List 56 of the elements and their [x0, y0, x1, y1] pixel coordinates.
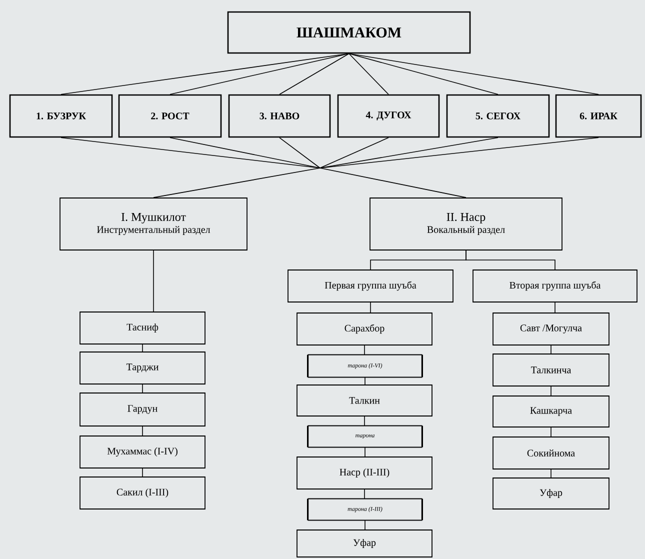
item-box: Сокийнома — [492, 436, 610, 470]
maqom-box: 4. ДУГОХ — [337, 94, 440, 138]
item-box: Гардун — [80, 392, 206, 426]
connector-line — [554, 302, 556, 313]
item-box: Кашкарча — [492, 396, 610, 428]
section-box: I. Мушкилот Инструментальный раздел — [60, 198, 248, 250]
item-box: Мухаммас (I-IV) — [80, 436, 206, 468]
connector-line — [320, 137, 599, 168]
connector-line — [142, 344, 143, 352]
connector-line — [348, 53, 389, 95]
maqom-box: 1. БУЗРУК — [9, 94, 113, 138]
connector-line — [279, 137, 320, 168]
connector-line — [550, 345, 552, 354]
connector-line — [364, 376, 366, 385]
item-box: Сарахбор — [296, 312, 432, 346]
maqom-box: 6. ИРАК — [555, 94, 642, 138]
connector-line — [142, 468, 143, 477]
connector-line — [550, 469, 552, 478]
connector-line — [320, 168, 466, 198]
connector-line — [348, 53, 599, 95]
connector-line — [550, 427, 552, 437]
connector-line — [153, 250, 154, 312]
connector-line — [279, 53, 350, 95]
item-box: Вторая группа шуъба — [472, 270, 638, 302]
connector-line — [364, 520, 366, 530]
maqom-box: 3. НАВО — [228, 94, 331, 138]
item-box: Уфар — [296, 530, 432, 558]
connector-line — [320, 137, 389, 168]
connector-line — [153, 168, 320, 198]
connector-line — [142, 384, 143, 393]
item-box: Талкинча — [492, 354, 610, 386]
maqom-box: 2. РОСТ — [118, 94, 222, 138]
item-box: Наср (II-III) — [296, 456, 432, 490]
item-box: Первая группа шуъба — [288, 270, 454, 302]
section-box: II. Наср Вокальный раздел — [370, 198, 562, 250]
connector-line — [170, 137, 320, 168]
connector-line — [320, 137, 498, 168]
connector-line — [364, 489, 365, 500]
item-box: Сакил (I-III) — [80, 476, 206, 510]
connector-line — [170, 53, 350, 95]
item-box: Талкин — [296, 384, 432, 416]
connector-line — [364, 416, 365, 426]
item-box: Савт /Могулча — [492, 312, 610, 346]
connector-line — [364, 446, 366, 457]
maqom-box: 5. СЕГОХ — [446, 94, 550, 138]
item-box: Тасниф — [80, 312, 206, 344]
connector-line — [60, 53, 350, 95]
item-box: Уфар — [492, 478, 610, 510]
connector-line — [348, 53, 498, 95]
item-box: Тарджи — [80, 352, 206, 384]
connector-line — [142, 426, 143, 436]
connector-line — [370, 302, 371, 313]
connector-line — [364, 345, 365, 356]
connector-line — [550, 386, 552, 396]
connector-line — [466, 250, 556, 270]
title-box: ШАШМАКОМ — [227, 11, 471, 54]
